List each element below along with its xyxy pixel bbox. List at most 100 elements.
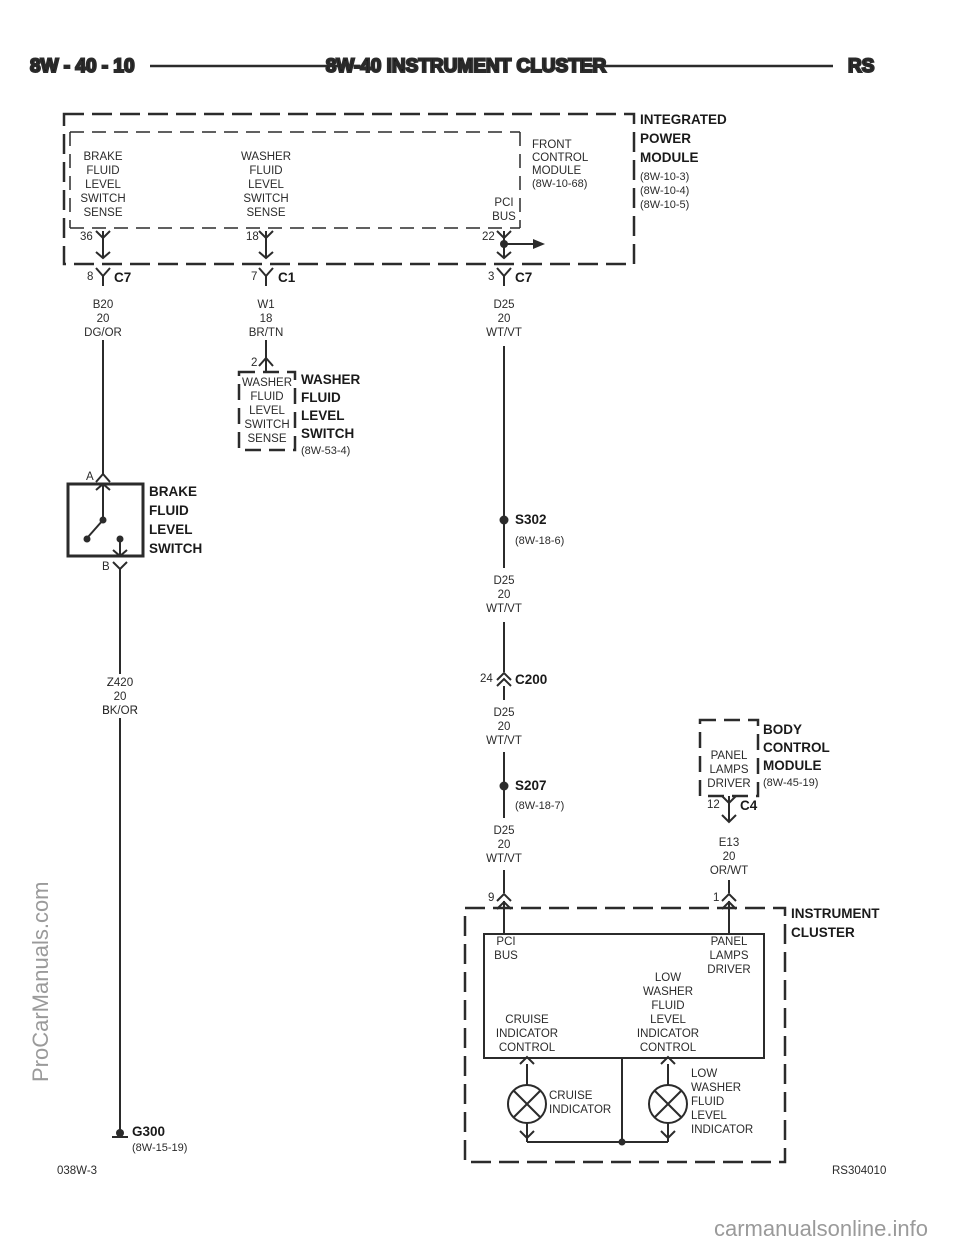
brake-switch-pin-b: B bbox=[102, 561, 110, 573]
c200-pin: 24 bbox=[480, 673, 493, 685]
wire-d25-1-line-2: 20 bbox=[498, 313, 511, 325]
page-number: 8W - 40 - 10 bbox=[30, 56, 135, 77]
washer-switch-inner-1: WASHER bbox=[242, 377, 292, 389]
cluster-name-2: CLUSTER bbox=[791, 925, 855, 940]
cluster-lwc-4: LEVEL bbox=[650, 1014, 686, 1026]
c1-name: C1 bbox=[278, 270, 296, 285]
cruise-lamp-x-2 bbox=[513, 1090, 541, 1118]
ipm-outline bbox=[62, 112, 636, 266]
ipm-pin-washer-line-3: LEVEL bbox=[248, 179, 284, 191]
bcm-name-1: BODY bbox=[763, 722, 802, 737]
cluster-name-1: INSTRUMENT bbox=[791, 906, 880, 921]
low-washer-indicator-label-1: LOW bbox=[691, 1068, 717, 1080]
ipm-pin-pci-line-2: BUS bbox=[492, 211, 516, 223]
brake-switch-blade bbox=[87, 519, 104, 538]
z420-label-gap bbox=[110, 674, 132, 718]
cluster-cic-3: CONTROL bbox=[499, 1042, 556, 1054]
cruise-indicator-label-1: CRUISE bbox=[549, 1090, 593, 1102]
cluster-panel-1: PANEL bbox=[711, 936, 748, 948]
ground-g300-ref: (8W-15-19) bbox=[132, 1142, 187, 1154]
ipm-pin-brake-line-5: SENSE bbox=[84, 207, 123, 219]
cruise-indicator-label-2: INDICATOR bbox=[549, 1104, 611, 1116]
c1-pin: 7 bbox=[251, 271, 257, 283]
washer-switch-inner-2: FLUID bbox=[250, 391, 283, 403]
ipm-pin-brake-line-4: SWITCH bbox=[80, 193, 125, 205]
brake-switch-terminal-a bbox=[95, 472, 111, 483]
bcm-name-2: CONTROL bbox=[763, 740, 830, 755]
cluster-lwc-1: LOW bbox=[655, 972, 681, 984]
ipm-terminal-36 bbox=[95, 230, 111, 260]
bottom-watermark: carmanualsonline.info bbox=[714, 1216, 928, 1241]
ipm-name-3: MODULE bbox=[640, 150, 699, 165]
cluster-terminal-1 bbox=[721, 892, 737, 934]
wire-w1-line-2: 18 bbox=[260, 313, 273, 325]
cluster-pin-9: 9 bbox=[488, 892, 494, 904]
wire-d25-2-line-1: D25 bbox=[493, 575, 514, 587]
brake-switch-arrow-out bbox=[112, 539, 128, 558]
brake-switch-pin-a: A bbox=[86, 471, 94, 483]
c7-a-name: C7 bbox=[114, 270, 131, 285]
ipm-pin-washer-line-5: SENSE bbox=[247, 207, 286, 219]
washer-switch-pin: 2 bbox=[251, 357, 257, 369]
bcm-inner-3: DRIVER bbox=[707, 778, 750, 790]
washer-switch-name-1: WASHER bbox=[301, 372, 361, 387]
connector-c1-symbol bbox=[258, 267, 274, 286]
wire-b20-line-1: B20 bbox=[93, 299, 113, 311]
brake-switch-body bbox=[66, 482, 145, 558]
wire-w1-line-1: W1 bbox=[257, 299, 274, 311]
cluster-lwc-3: FLUID bbox=[651, 1000, 684, 1012]
page-title: 8W-40 INSTRUMENT CLUSTER bbox=[326, 56, 607, 77]
c7-a-pin: 8 bbox=[87, 271, 93, 283]
washer-switch-name-4: SWITCH bbox=[301, 426, 354, 441]
cluster-cic-2: INDICATOR bbox=[496, 1028, 558, 1040]
brake-switch-name-4: SWITCH bbox=[149, 541, 202, 556]
connector-c7-a-symbol bbox=[95, 267, 111, 286]
cluster-internal-box bbox=[483, 933, 765, 1059]
washer-lamp-terminal-bottom bbox=[660, 1123, 676, 1140]
ipm-name-1: INTEGRATED bbox=[640, 112, 727, 127]
fcm-name-3: MODULE bbox=[532, 165, 582, 177]
cluster-lwc-5: INDICATOR bbox=[637, 1028, 699, 1040]
wire-e13-line-2: 20 bbox=[723, 851, 736, 863]
splice-s302-ref: (8W-18-6) bbox=[515, 535, 564, 547]
cluster-terminal-9 bbox=[496, 892, 512, 934]
ipm-pin-washer-line-4: SWITCH bbox=[243, 193, 288, 205]
cluster-pci-2: BUS bbox=[494, 950, 518, 962]
connector-c7-b-symbol bbox=[496, 267, 512, 286]
cluster-cic-1: CRUISE bbox=[505, 1014, 549, 1026]
brake-switch-name-3: LEVEL bbox=[149, 522, 193, 537]
wire-z420-line-3b: BK/OR bbox=[102, 705, 138, 717]
wire-w1-line-3: BR/TN bbox=[249, 327, 284, 339]
cluster-pci-1: PCI bbox=[496, 936, 515, 948]
cluster-outline bbox=[463, 906, 787, 1164]
washer-switch-outline bbox=[237, 370, 297, 452]
splice-s207-name: S207 bbox=[515, 778, 547, 793]
bcm-outline bbox=[698, 718, 760, 798]
wire-b20-line-2: 20 bbox=[97, 313, 110, 325]
bcm-inner-2: LAMPS bbox=[710, 764, 749, 776]
c200-name: C200 bbox=[515, 672, 547, 687]
washer-switch-inner-3: LEVEL bbox=[249, 405, 285, 417]
low-washer-indicator-label-2: WASHER bbox=[691, 1082, 741, 1094]
connector-c200-symbol bbox=[496, 671, 512, 700]
cluster-panel-3: DRIVER bbox=[707, 964, 750, 976]
pci-bus-arrow-head bbox=[533, 239, 545, 249]
low-washer-indicator-label-5: INDICATOR bbox=[691, 1124, 753, 1136]
wire-d25-4-line-1: D25 bbox=[493, 825, 514, 837]
wire-d25-1-line-3: WT/VT bbox=[486, 327, 522, 339]
ipm-name-2: POWER bbox=[640, 131, 691, 146]
washer-switch-terminal bbox=[258, 356, 274, 372]
ground-g300-dot bbox=[116, 1129, 124, 1137]
wire-e13-line-3: OR/WT bbox=[710, 865, 748, 877]
c7-b-pin: 3 bbox=[488, 271, 494, 283]
c4-pin: 12 bbox=[707, 799, 720, 811]
side-watermark: ProCarManuals.com bbox=[28, 881, 53, 1082]
ipm-ref-2: (8W-10-4) bbox=[640, 185, 689, 197]
ipm-ref-1: (8W-10-3) bbox=[640, 171, 689, 183]
bcm-inner-1: PANEL bbox=[711, 750, 748, 762]
cruise-lamp-terminal-bottom bbox=[519, 1123, 535, 1140]
brake-switch-contact-2 bbox=[83, 535, 91, 543]
washer-lamp-terminal-top bbox=[660, 1055, 676, 1085]
fcm-ref: (8W-10-68) bbox=[532, 178, 587, 190]
